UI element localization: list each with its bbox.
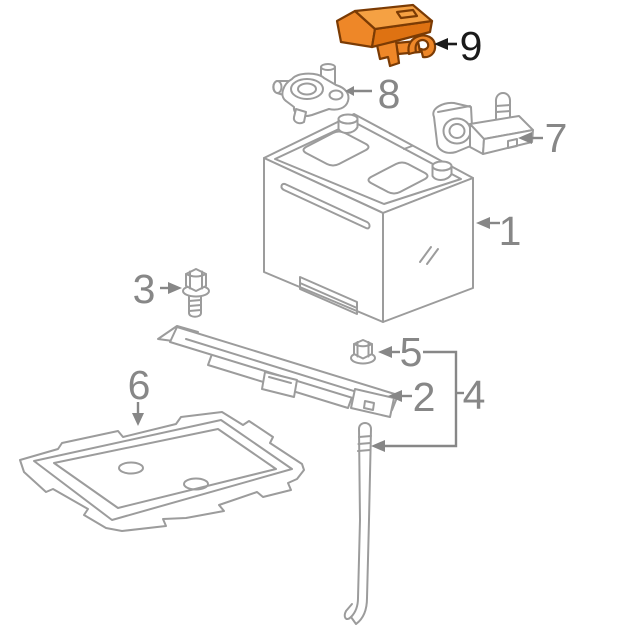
battery-hatch-marks — [419, 246, 439, 265]
callout-6: 6 — [128, 362, 151, 408]
callout-5: 5 — [400, 329, 423, 375]
callout-2: 2 — [413, 374, 436, 420]
part-bolt — [182, 268, 210, 318]
arrowhead-9 — [434, 38, 448, 50]
arrowhead-6 — [132, 413, 144, 426]
clamp-mid-foot-line — [268, 376, 292, 384]
arrowhead-3 — [168, 282, 182, 294]
bolt-head-facets — [185, 270, 207, 290]
terminal8-stub-end — [272, 80, 283, 94]
part-battery-clamp — [157, 325, 399, 418]
tray-hole-right — [183, 477, 209, 491]
part-hold-down-rod — [343, 422, 372, 625]
battery-vent-panel — [299, 276, 358, 315]
rod-hook-tip — [343, 603, 353, 621]
nut-facets — [353, 341, 373, 358]
callout-4: 4 — [463, 372, 486, 418]
terminal8-notch — [328, 89, 344, 101]
tray-outer-rim — [19, 411, 305, 532]
part-terminal-cover — [335, 3, 437, 68]
battery-top-rim — [274, 121, 462, 205]
terminal8-ring-inner — [297, 82, 317, 96]
tray-hole-left — [118, 461, 144, 475]
terminal7-clamp-ridge — [437, 105, 471, 113]
terminal7-block-slot — [507, 138, 518, 149]
arrowhead-5 — [378, 346, 392, 358]
clamp-rail-inner-line — [185, 338, 387, 402]
callout-numbers: 9 8 7 1 3 5 2 4 6 — [128, 23, 568, 420]
cover-top-detail — [395, 8, 419, 20]
rod-body — [350, 422, 372, 625]
battery-top-dash — [403, 145, 413, 150]
terminal7-barrel-inner — [448, 123, 466, 139]
callout-8: 8 — [378, 71, 401, 117]
battery-label-pad-right — [367, 161, 429, 195]
bolt-threads — [188, 299, 202, 312]
battery-side-groove — [280, 182, 371, 230]
callout-leaders — [132, 38, 543, 452]
arrowhead-2 — [388, 390, 402, 402]
terminal8-leg — [292, 108, 307, 125]
callout-9: 9 — [460, 23, 483, 69]
part-positive-terminal — [272, 63, 350, 125]
callout-1: 1 — [499, 208, 522, 254]
part-battery-tray — [19, 411, 305, 532]
arrowhead-1 — [476, 217, 490, 229]
cover-hook — [407, 34, 437, 59]
clamp-end-foot-hole — [363, 400, 375, 411]
battery-post-left-top — [337, 113, 359, 125]
arrowhead-7 — [518, 132, 532, 144]
callout-7: 7 — [545, 115, 568, 161]
terminal8-post-top — [320, 63, 336, 71]
part-nut — [350, 339, 376, 365]
battery-post-right-top — [431, 160, 453, 172]
arrowhead-4-rod — [371, 440, 385, 452]
tray-floor — [53, 428, 277, 509]
terminal7-post-bands — [495, 104, 511, 113]
part-battery — [263, 113, 474, 323]
part-negative-terminal — [432, 92, 534, 155]
rod-threads — [357, 435, 372, 452]
bracket-4 — [384, 350, 458, 448]
tray-mid-rim — [33, 419, 293, 521]
callout-3: 3 — [133, 266, 156, 312]
arrowhead-8 — [345, 86, 354, 96]
